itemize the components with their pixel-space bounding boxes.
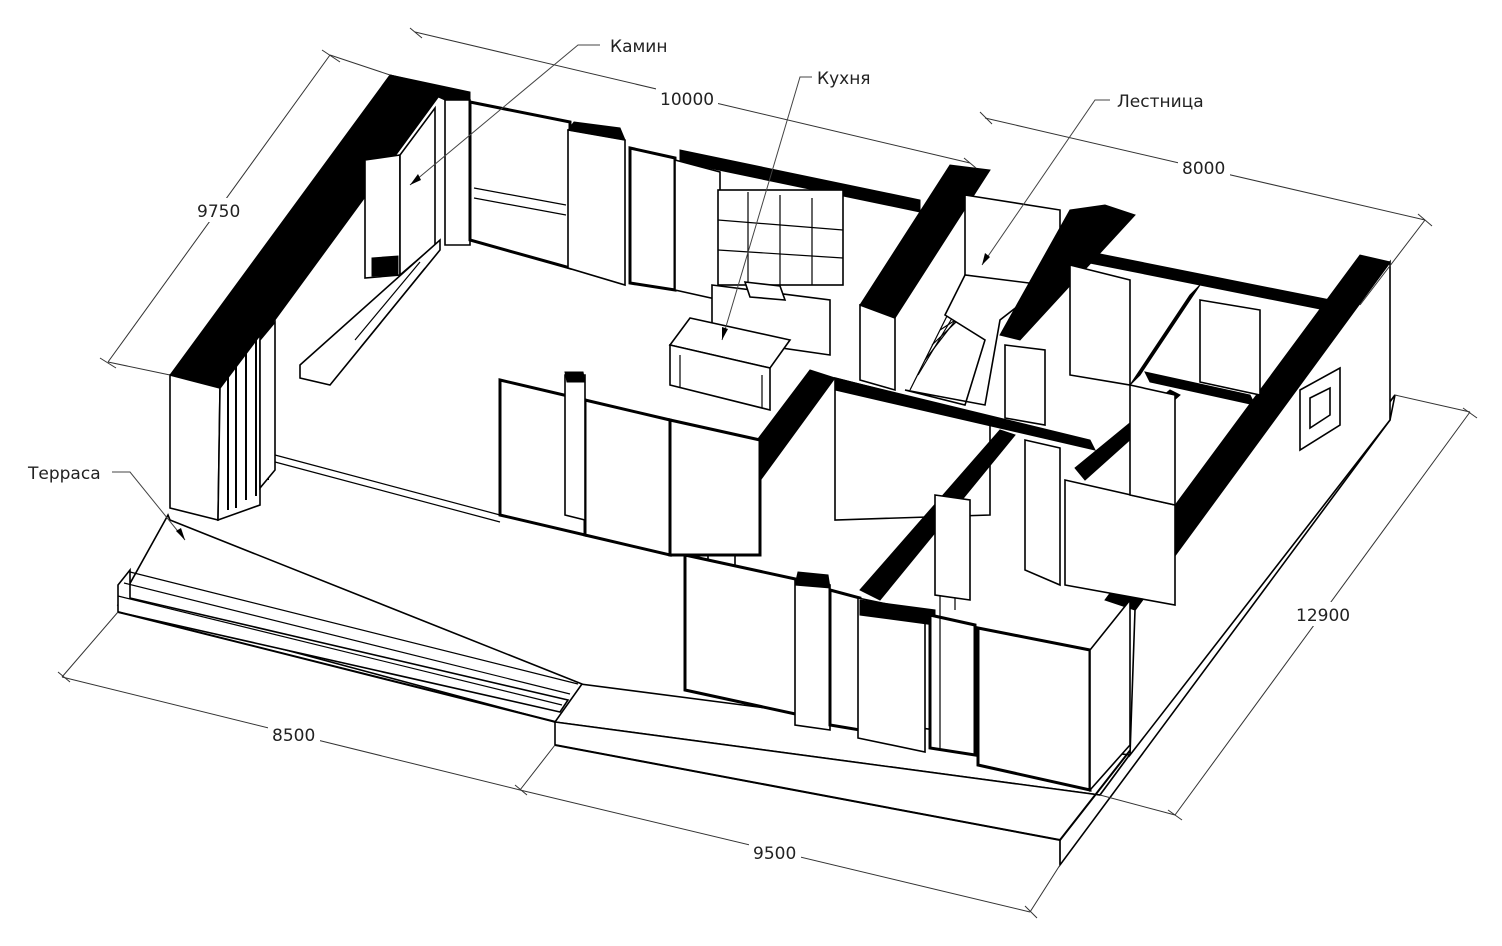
- dim-right-top: 8000: [1182, 159, 1225, 179]
- dim-front-left: 8500: [272, 726, 315, 746]
- terrace-platform: [116, 513, 584, 723]
- dim-right-depth: 12900: [1296, 606, 1350, 626]
- interior-rooms: [1004, 263, 1261, 606]
- label-stairs: Лестница: [1117, 92, 1204, 112]
- stairs: [859, 164, 1136, 406]
- label-kitchen: Кухня: [817, 69, 871, 89]
- dim-left-depth: 9750: [197, 202, 240, 222]
- kitchen: [668, 158, 844, 412]
- dim-front-right: 9500: [753, 844, 796, 864]
- living-glass-partition: [498, 371, 762, 557]
- fireplace: [299, 105, 441, 386]
- floor: [274, 454, 501, 523]
- label-terrace: Терраса: [27, 464, 101, 484]
- dim-top-length: 10000: [660, 90, 714, 110]
- leader-lines: [112, 44, 1110, 541]
- back-wall: [389, 74, 921, 292]
- label-fireplace: Камин: [610, 37, 667, 57]
- left-wall: [169, 74, 446, 522]
